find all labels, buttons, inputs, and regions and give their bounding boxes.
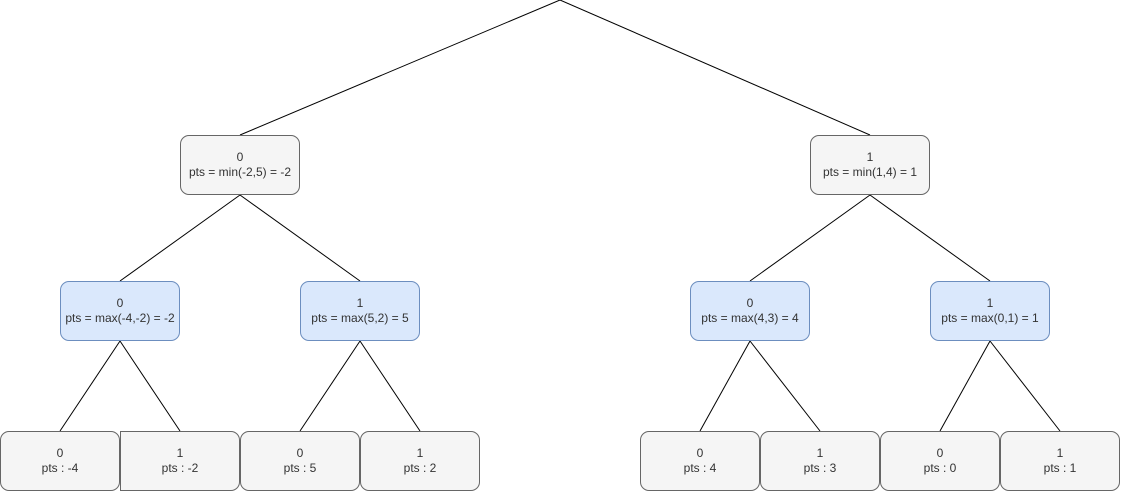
node-points: pts : 3 (803, 461, 837, 475)
node-label: 0 (236, 150, 244, 164)
node-points: pts = max(5,2) = 5 (311, 311, 409, 325)
edge-l2b-leaf3 (299, 340, 361, 432)
node-label: 1 (176, 446, 184, 460)
edge-l2a-leaf1 (59, 340, 121, 432)
edge-l1b-l2d (869, 194, 991, 282)
tree-leaf-7: 0 pts : 0 (880, 431, 1000, 491)
edge-root-right (559, 0, 871, 136)
edge-l2b-leaf4 (359, 340, 421, 432)
tree-leaf-1: 0 pts : -4 (0, 431, 120, 491)
node-points: pts = min(1,4) = 1 (822, 165, 918, 179)
edge-l2c-leaf5 (699, 340, 751, 432)
node-points: pts : 4 (683, 461, 717, 475)
edge-root-left (239, 0, 561, 136)
node-points: pts = max(-4,-2) = -2 (65, 311, 175, 325)
node-label: 1 (416, 446, 424, 460)
node-label: 0 (746, 296, 754, 310)
tree-leaf-4: 1 pts : 2 (360, 431, 480, 491)
edge-l1b-l2c (749, 194, 871, 282)
node-label: 0 (696, 446, 704, 460)
node-points: pts : -4 (41, 461, 79, 475)
node-label: 0 (116, 296, 124, 310)
tree-node-max-3: 1 pts = max(0,1) = 1 (930, 281, 1050, 341)
tree-node-max-1: 1 pts = max(5,2) = 5 (300, 281, 420, 341)
node-points: pts = min(-2,5) = -2 (188, 165, 292, 179)
edge-l2d-leaf8 (989, 340, 1061, 432)
node-points: pts : 2 (403, 461, 437, 475)
node-label: 1 (1056, 446, 1064, 460)
node-points: pts : 0 (923, 461, 957, 475)
tree-leaf-5: 0 pts : 4 (640, 431, 760, 491)
node-points: pts = max(4,3) = 4 (701, 311, 799, 325)
node-label: 0 (936, 446, 944, 460)
node-points: pts : 1 (1043, 461, 1077, 475)
tree-node-max-0: 0 pts = max(-4,-2) = -2 (60, 281, 180, 341)
tree-leaf-3: 0 pts : 5 (240, 431, 360, 491)
edge-l2d-leaf7 (939, 340, 991, 432)
edge-l2a-leaf2 (119, 340, 181, 432)
tree-leaf-6: 1 pts : 3 (760, 431, 880, 491)
node-label: 1 (866, 150, 874, 164)
tree-node-min-0: 0 pts = min(-2,5) = -2 (180, 135, 300, 195)
edge-l1a-l2b (239, 194, 361, 282)
node-points: pts : 5 (283, 461, 317, 475)
tree-node-min-1: 1 pts = min(1,4) = 1 (810, 135, 930, 195)
edge-l2c-leaf6 (749, 340, 821, 432)
node-label: 1 (816, 446, 824, 460)
node-points: pts = max(0,1) = 1 (941, 311, 1039, 325)
tree-leaf-2: 1 pts : -2 (120, 431, 240, 491)
edge-l1a-l2a (119, 194, 241, 282)
node-label: 0 (296, 446, 304, 460)
node-label: 1 (356, 296, 364, 310)
tree-node-max-2: 0 pts = max(4,3) = 4 (690, 281, 810, 341)
node-points: pts : -2 (161, 461, 199, 475)
node-label: 0 (56, 446, 64, 460)
node-label: 1 (986, 296, 994, 310)
tree-leaf-8: 1 pts : 1 (1000, 431, 1120, 491)
